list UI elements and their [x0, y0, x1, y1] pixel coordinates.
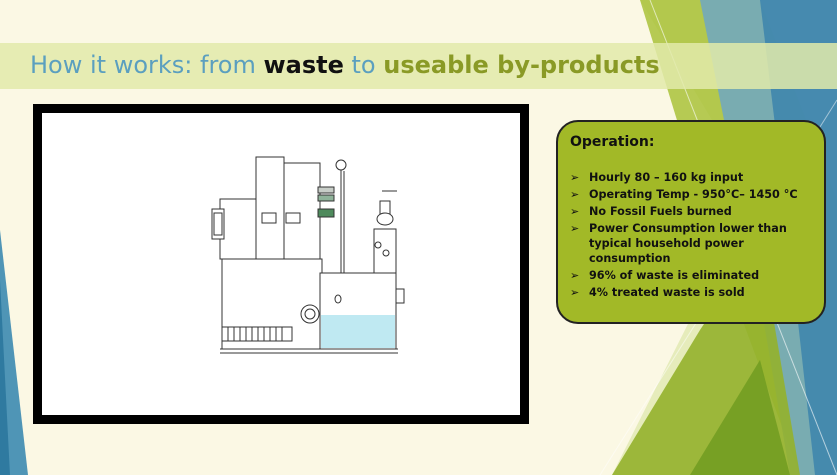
- title-band: [0, 43, 837, 89]
- diagram-canvas: [42, 113, 520, 415]
- operation-item: ➢4% treated waste is sold: [570, 286, 745, 299]
- operation-list: ➢Hourly 80 – 160 kg input ➢Operating Tem…: [570, 170, 810, 300]
- operation-item: ➢96% of waste is eliminated: [570, 269, 760, 282]
- operation-item: ➢No Fossil Fuels burned: [570, 205, 732, 218]
- arrow-bullet-icon: ➢: [570, 188, 580, 201]
- operation-item: ➢Hourly 80 – 160 kg input: [570, 171, 744, 184]
- slide-title: How it works: from waste to useable by-p…: [30, 51, 660, 79]
- incinerator-machine-illustration: [211, 156, 405, 354]
- arrow-bullet-icon: ➢: [570, 286, 580, 299]
- operation-panel: Operation: ➢Hourly 80 – 160 kg input ➢Op…: [556, 120, 826, 324]
- diagram-frame: [33, 104, 529, 424]
- arrow-bullet-icon: ➢: [570, 222, 580, 235]
- arrow-bullet-icon: ➢: [570, 269, 580, 282]
- arrow-bullet-icon: ➢: [570, 205, 580, 218]
- operation-item: ➢Operating Temp - 950°C– 1450 °C: [570, 188, 798, 201]
- operation-heading: Operation:: [570, 134, 655, 150]
- arrow-bullet-icon: ➢: [570, 171, 580, 184]
- operation-item: ➢Power Consumption lower than typical ho…: [570, 222, 787, 265]
